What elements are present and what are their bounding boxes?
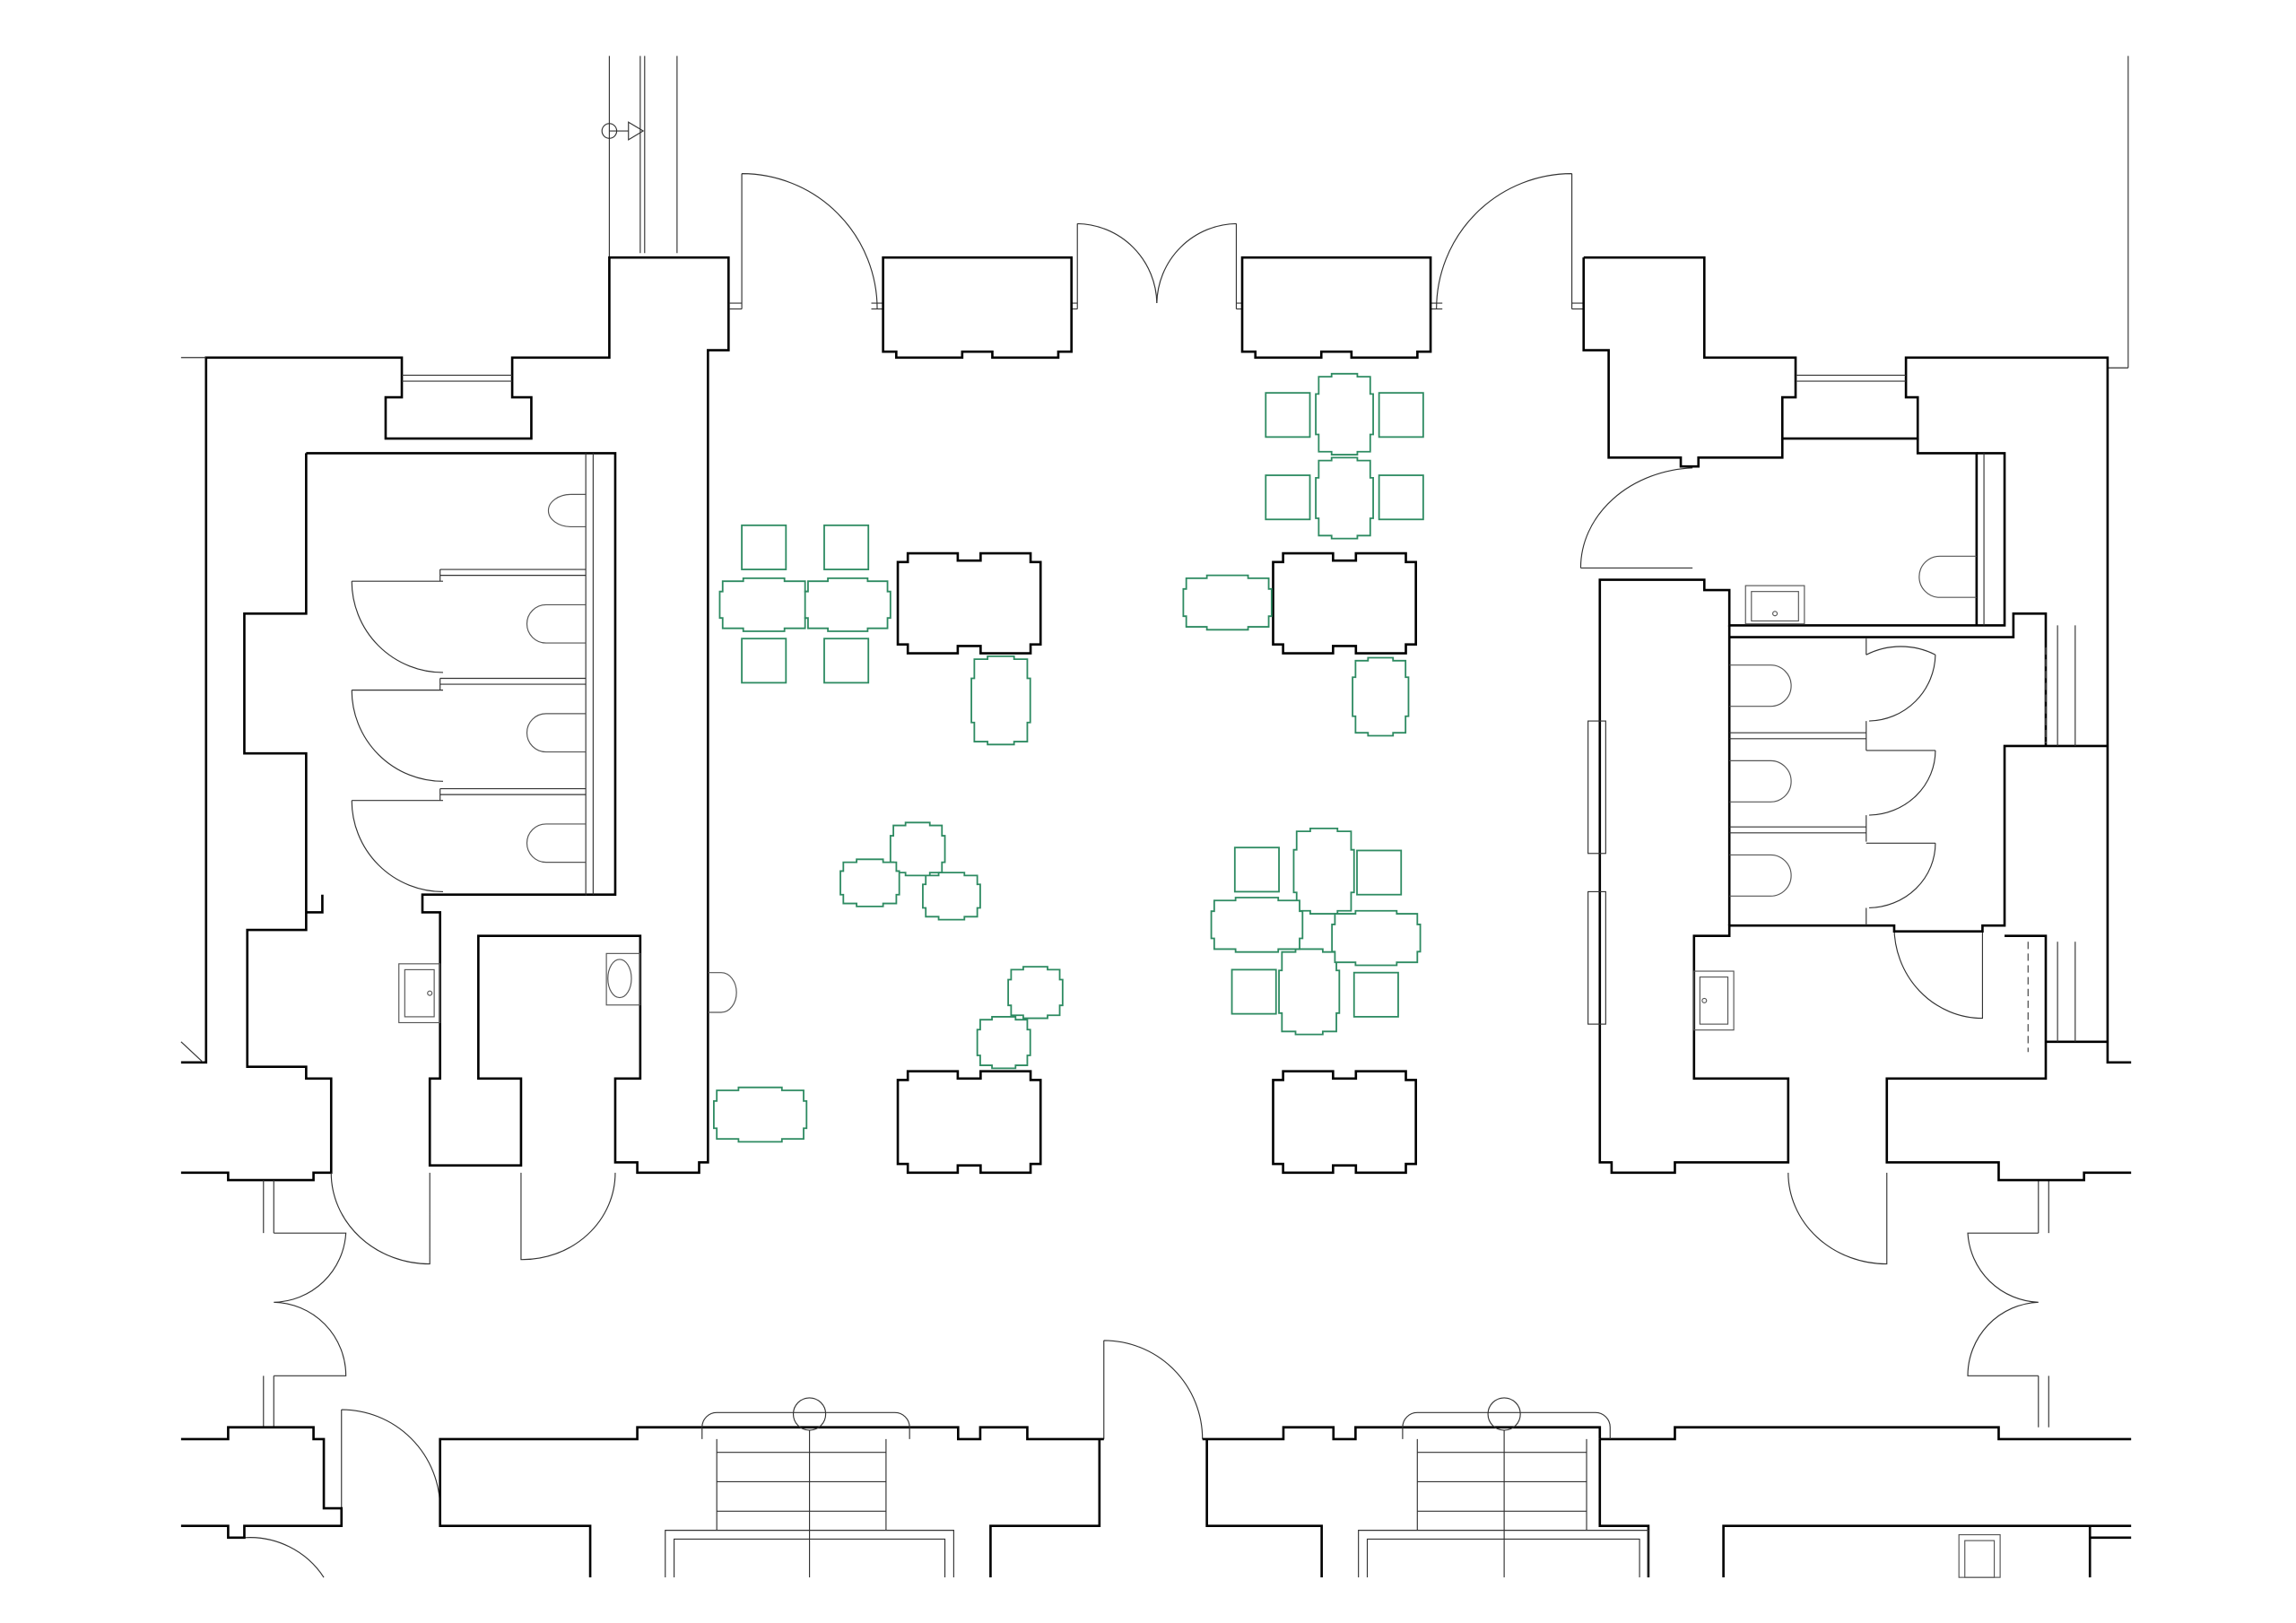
table bbox=[1182, 574, 1273, 631]
table bbox=[922, 872, 981, 921]
chair bbox=[1378, 474, 1424, 521]
chair bbox=[741, 638, 787, 684]
table bbox=[713, 1086, 808, 1143]
chair bbox=[1233, 846, 1280, 893]
table bbox=[1352, 656, 1410, 737]
columns bbox=[882, 256, 1432, 1175]
table bbox=[1315, 372, 1374, 456]
chair bbox=[1378, 392, 1424, 438]
furniture-layout bbox=[713, 372, 1424, 1143]
table bbox=[889, 821, 946, 877]
doors bbox=[244, 173, 2049, 1578]
chair bbox=[1231, 968, 1277, 1015]
table bbox=[1315, 456, 1374, 540]
column bbox=[1240, 256, 1432, 360]
column bbox=[896, 1070, 1042, 1175]
left-wing-walls bbox=[180, 256, 730, 1182]
column bbox=[896, 551, 1042, 655]
column bbox=[1272, 551, 1417, 655]
table bbox=[976, 1016, 1031, 1070]
table bbox=[804, 577, 891, 632]
lower-wing-walls bbox=[180, 1397, 2132, 1578]
table bbox=[1292, 827, 1355, 915]
chair bbox=[823, 638, 870, 684]
chair bbox=[1356, 849, 1403, 896]
chair bbox=[741, 524, 787, 570]
table bbox=[718, 577, 809, 632]
chair bbox=[1352, 971, 1399, 1018]
table bbox=[1210, 897, 1304, 953]
right-wing-walls bbox=[1582, 256, 2132, 1182]
service-lines bbox=[601, 56, 2129, 369]
table bbox=[1278, 948, 1341, 1036]
left-restroom-stalls bbox=[351, 493, 737, 1024]
table bbox=[1331, 909, 1422, 967]
table bbox=[1007, 966, 1064, 1020]
column bbox=[882, 256, 1073, 360]
chair bbox=[1265, 392, 1311, 438]
table bbox=[839, 858, 900, 907]
table bbox=[970, 655, 1031, 746]
column bbox=[1272, 1070, 1417, 1175]
chair bbox=[823, 524, 870, 570]
chair bbox=[1265, 474, 1311, 521]
